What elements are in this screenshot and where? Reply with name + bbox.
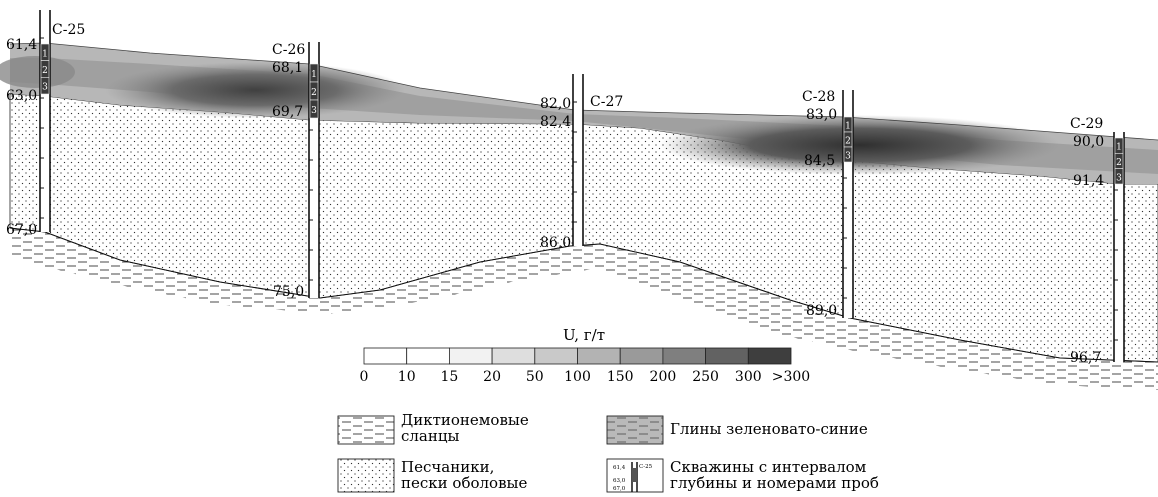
sample-number: 1 <box>42 49 48 59</box>
scale-tick-label: 0 <box>360 369 369 385</box>
sample-number: 2 <box>311 88 317 98</box>
scale-box <box>747 347 792 365</box>
well-column: 1 2 3 <box>308 42 320 298</box>
well-id: С-28 <box>802 89 835 105</box>
legend-label-well-1: Скважины с интервалом <box>670 458 867 476</box>
legend-item-clay: Глины зеленовато-синие <box>606 415 868 445</box>
sample-number: 3 <box>311 106 317 116</box>
label-c28: С-28 83,0 84,5 89,0 <box>802 89 837 319</box>
scale-tick-label: 300 <box>735 369 762 385</box>
sample-number: 2 <box>1116 158 1122 168</box>
sample-number: 3 <box>1116 173 1122 183</box>
sample-number: 1 <box>311 70 317 80</box>
well-id: С-25 <box>52 22 85 38</box>
well-column: 1 2 3 <box>1113 132 1125 362</box>
scale-tick-label: 15 <box>440 369 458 385</box>
sample-number: 1 <box>1116 143 1122 153</box>
scale-box <box>619 347 664 365</box>
legend-label-sandstone-2: пески оболовые <box>401 474 527 492</box>
label-c25: С-25 61,4 63,0 67,0 <box>6 22 85 238</box>
well-column: 1 2 3 <box>842 90 854 318</box>
scale-tick-label: 100 <box>564 369 591 385</box>
legend-well-mid: 63,0 <box>613 478 626 484</box>
scale-box <box>491 347 536 365</box>
legend-swatch-dictyonema <box>337 415 395 445</box>
well-column <box>572 74 584 246</box>
scale-tick-label: 10 <box>398 369 416 385</box>
depth-bottom: 89,0 <box>806 303 837 319</box>
legend-label-well-2: глубины и номерами проб <box>670 474 879 492</box>
legend-well-id: С-25 <box>639 464 653 470</box>
sample-cell <box>309 99 319 119</box>
depth-top: 82,0 <box>540 96 571 112</box>
legend: Диктионемовые сланцы Глины зеленовато-си… <box>337 411 879 493</box>
legend-item-sandstone: Песчаники, пески оболовые <box>337 458 527 493</box>
depth-bottom: 86,0 <box>540 235 571 251</box>
uranium-lens-c25 <box>0 56 75 88</box>
depth-top: 83,0 <box>806 107 837 123</box>
depth-top: 68,1 <box>272 60 303 76</box>
legend-label-clay: Глины зеленовато-синие <box>670 420 868 438</box>
depth-top: 90,0 <box>1073 134 1104 150</box>
legend-swatch-clay <box>606 415 664 445</box>
uranium-scale: U, г/т 0 10 15 20 50 100 150 200 250 300 >300 <box>360 326 811 385</box>
depth-clay-base: 84,5 <box>804 153 835 169</box>
scale-box <box>534 347 578 365</box>
well-id: С-29 <box>1070 116 1103 132</box>
well-shaft <box>573 74 583 246</box>
sample-cell <box>1114 168 1124 185</box>
uranium-lens-c28 <box>660 115 1060 175</box>
scale-box <box>406 347 450 365</box>
scale-tick-label: 150 <box>607 369 634 385</box>
legend-well-bottom: 67,0 <box>613 486 626 492</box>
depth-clay-base: 82,4 <box>540 114 571 130</box>
legend-label-dictyonema-1: Диктионемовые <box>401 411 529 429</box>
well-column: 1 2 3 <box>39 10 51 232</box>
legend-item-dictyonema: Диктионемовые сланцы <box>337 411 529 445</box>
scale-box <box>363 347 408 365</box>
well-shaft <box>1114 132 1124 362</box>
legend-swatch-sandstone <box>337 458 395 493</box>
sample-cell <box>40 77 50 95</box>
sample-number: 2 <box>42 66 48 76</box>
scale-tick-label: 250 <box>692 369 719 385</box>
depth-clay-base: 69,7 <box>272 104 303 120</box>
dictyonema-shale-layer <box>10 228 1158 390</box>
label-c27: С-27 82,0 82,4 86,0 <box>540 94 623 251</box>
well-shaft <box>843 90 853 318</box>
legend-well-top: 61,4 <box>613 465 626 471</box>
depth-clay-base: 91,4 <box>1073 173 1104 189</box>
scale-tick-label: 50 <box>526 369 544 385</box>
scale-box <box>662 347 707 365</box>
depth-top: 61,4 <box>6 37 37 53</box>
sample-number: 1 <box>845 122 851 132</box>
sample-cell <box>843 146 853 163</box>
legend-label-sandstone-1: Песчаники, <box>401 458 494 476</box>
depth-clay-base: 63,0 <box>6 88 37 104</box>
depth-bottom: 75,0 <box>273 284 304 300</box>
depth-bottom: 96,7 <box>1070 350 1101 366</box>
depth-bottom: 67,0 <box>6 222 37 238</box>
legend-label-dictyonema-2: сланцы <box>401 427 460 445</box>
scale-box <box>705 347 749 365</box>
label-c26: С-26 68,1 69,7 75,0 <box>272 42 305 300</box>
uranium-lens-c26 <box>105 62 405 118</box>
scale-tick-label: 200 <box>650 369 677 385</box>
sample-number: 3 <box>42 83 48 93</box>
well-shaft <box>40 10 50 232</box>
sample-number: 3 <box>845 152 851 162</box>
scale-tick-label: 20 <box>483 369 501 385</box>
well-shaft <box>309 42 319 298</box>
sample-number: 2 <box>845 137 851 147</box>
well-id: С-27 <box>590 94 623 110</box>
sandstone-bottom-line <box>9 227 1158 363</box>
scale-box <box>448 347 493 365</box>
legend-item-well: С-25 61,4 63,0 67,0 Скважины с интервало… <box>606 458 879 493</box>
scale-box <box>577 347 621 365</box>
scale-tick-label: >300 <box>772 369 810 385</box>
label-c29: С-29 90,0 91,4 96,7 <box>1070 116 1104 366</box>
well-id: С-26 <box>272 42 305 58</box>
scale-title: U, г/т <box>563 326 605 344</box>
